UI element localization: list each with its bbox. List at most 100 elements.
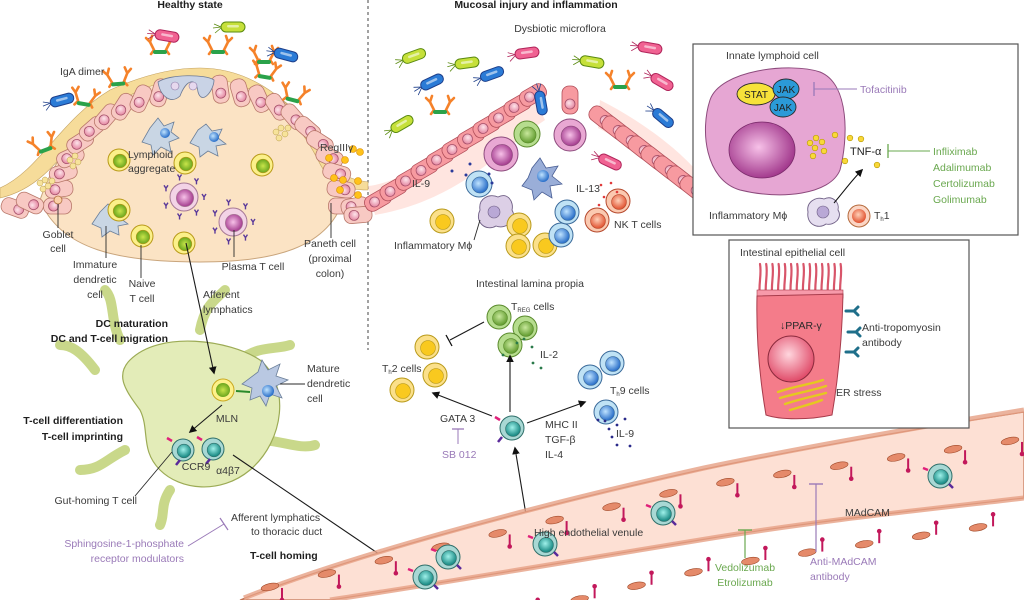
- circulating-gut-homing-t-cell: [927, 463, 953, 489]
- label-afferent-1: Afferent: [203, 289, 240, 301]
- inflamed-epithelium: [364, 83, 707, 212]
- intestinal-epithelial-cell-box: Intestinal epithelial cell ↓PPAR-γ Anti-…: [728, 239, 970, 429]
- label-mln: MLN: [216, 413, 238, 425]
- drug-infliximab[interactable]: Infliximab: [933, 146, 978, 158]
- a4b7-integrin: [948, 483, 954, 489]
- label-s1p-1[interactable]: Sphingosine-1-phosphate: [64, 538, 184, 550]
- bacterium-icon: [630, 41, 663, 55]
- endothelial-nucleus: [943, 445, 963, 454]
- plasma-cells: [163, 174, 256, 245]
- endothelial-nucleus: [684, 568, 703, 577]
- innate-lymphoid-cell-box: STAT JAK JAK Tofacitinib TNF-α Inflixima…: [692, 43, 1019, 236]
- drug-golimumab[interactable]: Golimumab: [933, 194, 987, 206]
- ccr9-receptor: [430, 547, 437, 553]
- label-anti-madcam-2[interactable]: antibody: [810, 571, 850, 583]
- th2-cell: [414, 334, 440, 360]
- label-mhc2: MHC II: [545, 419, 578, 431]
- madcam-molecule: [279, 597, 285, 600]
- ppar-label: ↓PPAR-γ: [780, 320, 823, 332]
- nkt-cell: [605, 188, 631, 214]
- label-paneth-2: (proximal: [308, 253, 351, 265]
- th9-cell: [577, 364, 603, 390]
- il2-dot: [515, 341, 519, 345]
- circulating-gut-homing-t-cell: [435, 544, 461, 570]
- label-afferent-thoracic-2: to thoracic duct: [251, 526, 322, 538]
- epithelial-cell: [229, 78, 251, 108]
- treg-cell: [512, 315, 538, 341]
- naive-t-cell: [107, 148, 131, 172]
- leader-infl-mphi: [473, 219, 481, 241]
- tnf-alpha-granules: [806, 131, 881, 169]
- th2-cell: [422, 362, 448, 388]
- madcam-molecule: [1019, 451, 1024, 457]
- antibody-icon: [193, 177, 200, 185]
- lymphocyte: [548, 222, 574, 248]
- madcam-molecule: [564, 530, 569, 536]
- label-infl-mphi: Inflammatory Mϕ: [394, 240, 472, 252]
- iga-dimer-icon: [202, 34, 234, 56]
- label-s1p-2[interactable]: receptor modulators: [91, 553, 184, 565]
- endothelial-nucleus: [260, 582, 280, 592]
- madcam-molecule: [336, 584, 342, 589]
- label-tofacitinib[interactable]: Tofacitinib: [860, 84, 907, 96]
- drug-certolizumab[interactable]: Certolizumab: [933, 178, 995, 190]
- epithelial-cell: [129, 84, 153, 113]
- gut-homing-t-cell: [201, 437, 225, 461]
- bacterium-icon: [643, 69, 674, 91]
- madcam-molecule: [621, 517, 626, 522]
- naive-t-cell: [173, 151, 197, 175]
- treg-inhibition-line: [449, 321, 485, 341]
- label-immature-dc-3: cell: [87, 289, 103, 301]
- a4b7-integrin: [671, 520, 677, 526]
- label-reg3: RegIIIγ: [320, 142, 354, 154]
- inflamed-epithelial-cell: [561, 85, 579, 115]
- label-sb012[interactable]: SB 012: [442, 449, 477, 461]
- label-il4: IL-4: [545, 449, 563, 461]
- label-naive-t-1: Naive: [129, 278, 156, 290]
- label-er-stress: ER stress: [836, 387, 882, 399]
- label-th9: Th9 cells: [610, 385, 650, 398]
- antibody-icon: [212, 209, 218, 217]
- th9-cell: [593, 399, 619, 425]
- naive-t-cell: [172, 231, 196, 255]
- il9-dot: [450, 169, 454, 173]
- bacterium-icon: [395, 48, 427, 68]
- a4b7-integrin: [553, 551, 559, 557]
- antibody-icon: [201, 193, 207, 200]
- endothelial-nucleus: [317, 569, 337, 578]
- label-vedolizumab[interactable]: Vedolizumab: [715, 562, 775, 574]
- label-t-imprinting: T-cell imprinting: [42, 431, 123, 443]
- bacterium-icon: [147, 29, 180, 43]
- label-il9-top: IL-9: [412, 178, 430, 190]
- a4b7-integrin: [456, 564, 462, 570]
- endothelial-nucleus: [602, 502, 621, 511]
- innate-lymphoid-cell: [483, 136, 519, 172]
- lymphocyte: [429, 208, 455, 234]
- drug-adalimumab[interactable]: Adalimumab: [933, 162, 992, 174]
- label-immature-dc-1: Immature: [73, 259, 118, 271]
- endothelial-nucleus: [659, 489, 678, 498]
- treg-cell: [486, 304, 512, 330]
- antibody-icon: [163, 184, 169, 192]
- epithelial-cell: [110, 92, 135, 121]
- naive-t-cells: [107, 148, 274, 255]
- label-anti-madcam-1[interactable]: Anti-MAdCAM: [810, 556, 877, 568]
- venule-endothelium: [260, 436, 1024, 600]
- il2-dot: [530, 345, 534, 349]
- label-etrolizumab[interactable]: Etrolizumab: [717, 577, 773, 589]
- il13-dot: [599, 183, 603, 187]
- dysbiotic-bacteria: [383, 41, 674, 171]
- commensal-bacteria: [42, 21, 299, 111]
- m-cell: [157, 75, 215, 100]
- bacterium-icon: [42, 92, 75, 111]
- label-immature-dc-2: dendretic: [73, 274, 116, 286]
- bacterium-icon: [572, 55, 605, 69]
- lymphocyte: [554, 199, 580, 225]
- ccr9-receptor: [527, 534, 534, 540]
- il13-dot: [602, 195, 606, 199]
- ccr9-receptor: [494, 415, 501, 422]
- naive-t-cell: [130, 224, 154, 248]
- epithelial-cell: [343, 205, 373, 225]
- endothelial-nucleus: [887, 453, 906, 462]
- iga-dimer-icon: [604, 69, 636, 91]
